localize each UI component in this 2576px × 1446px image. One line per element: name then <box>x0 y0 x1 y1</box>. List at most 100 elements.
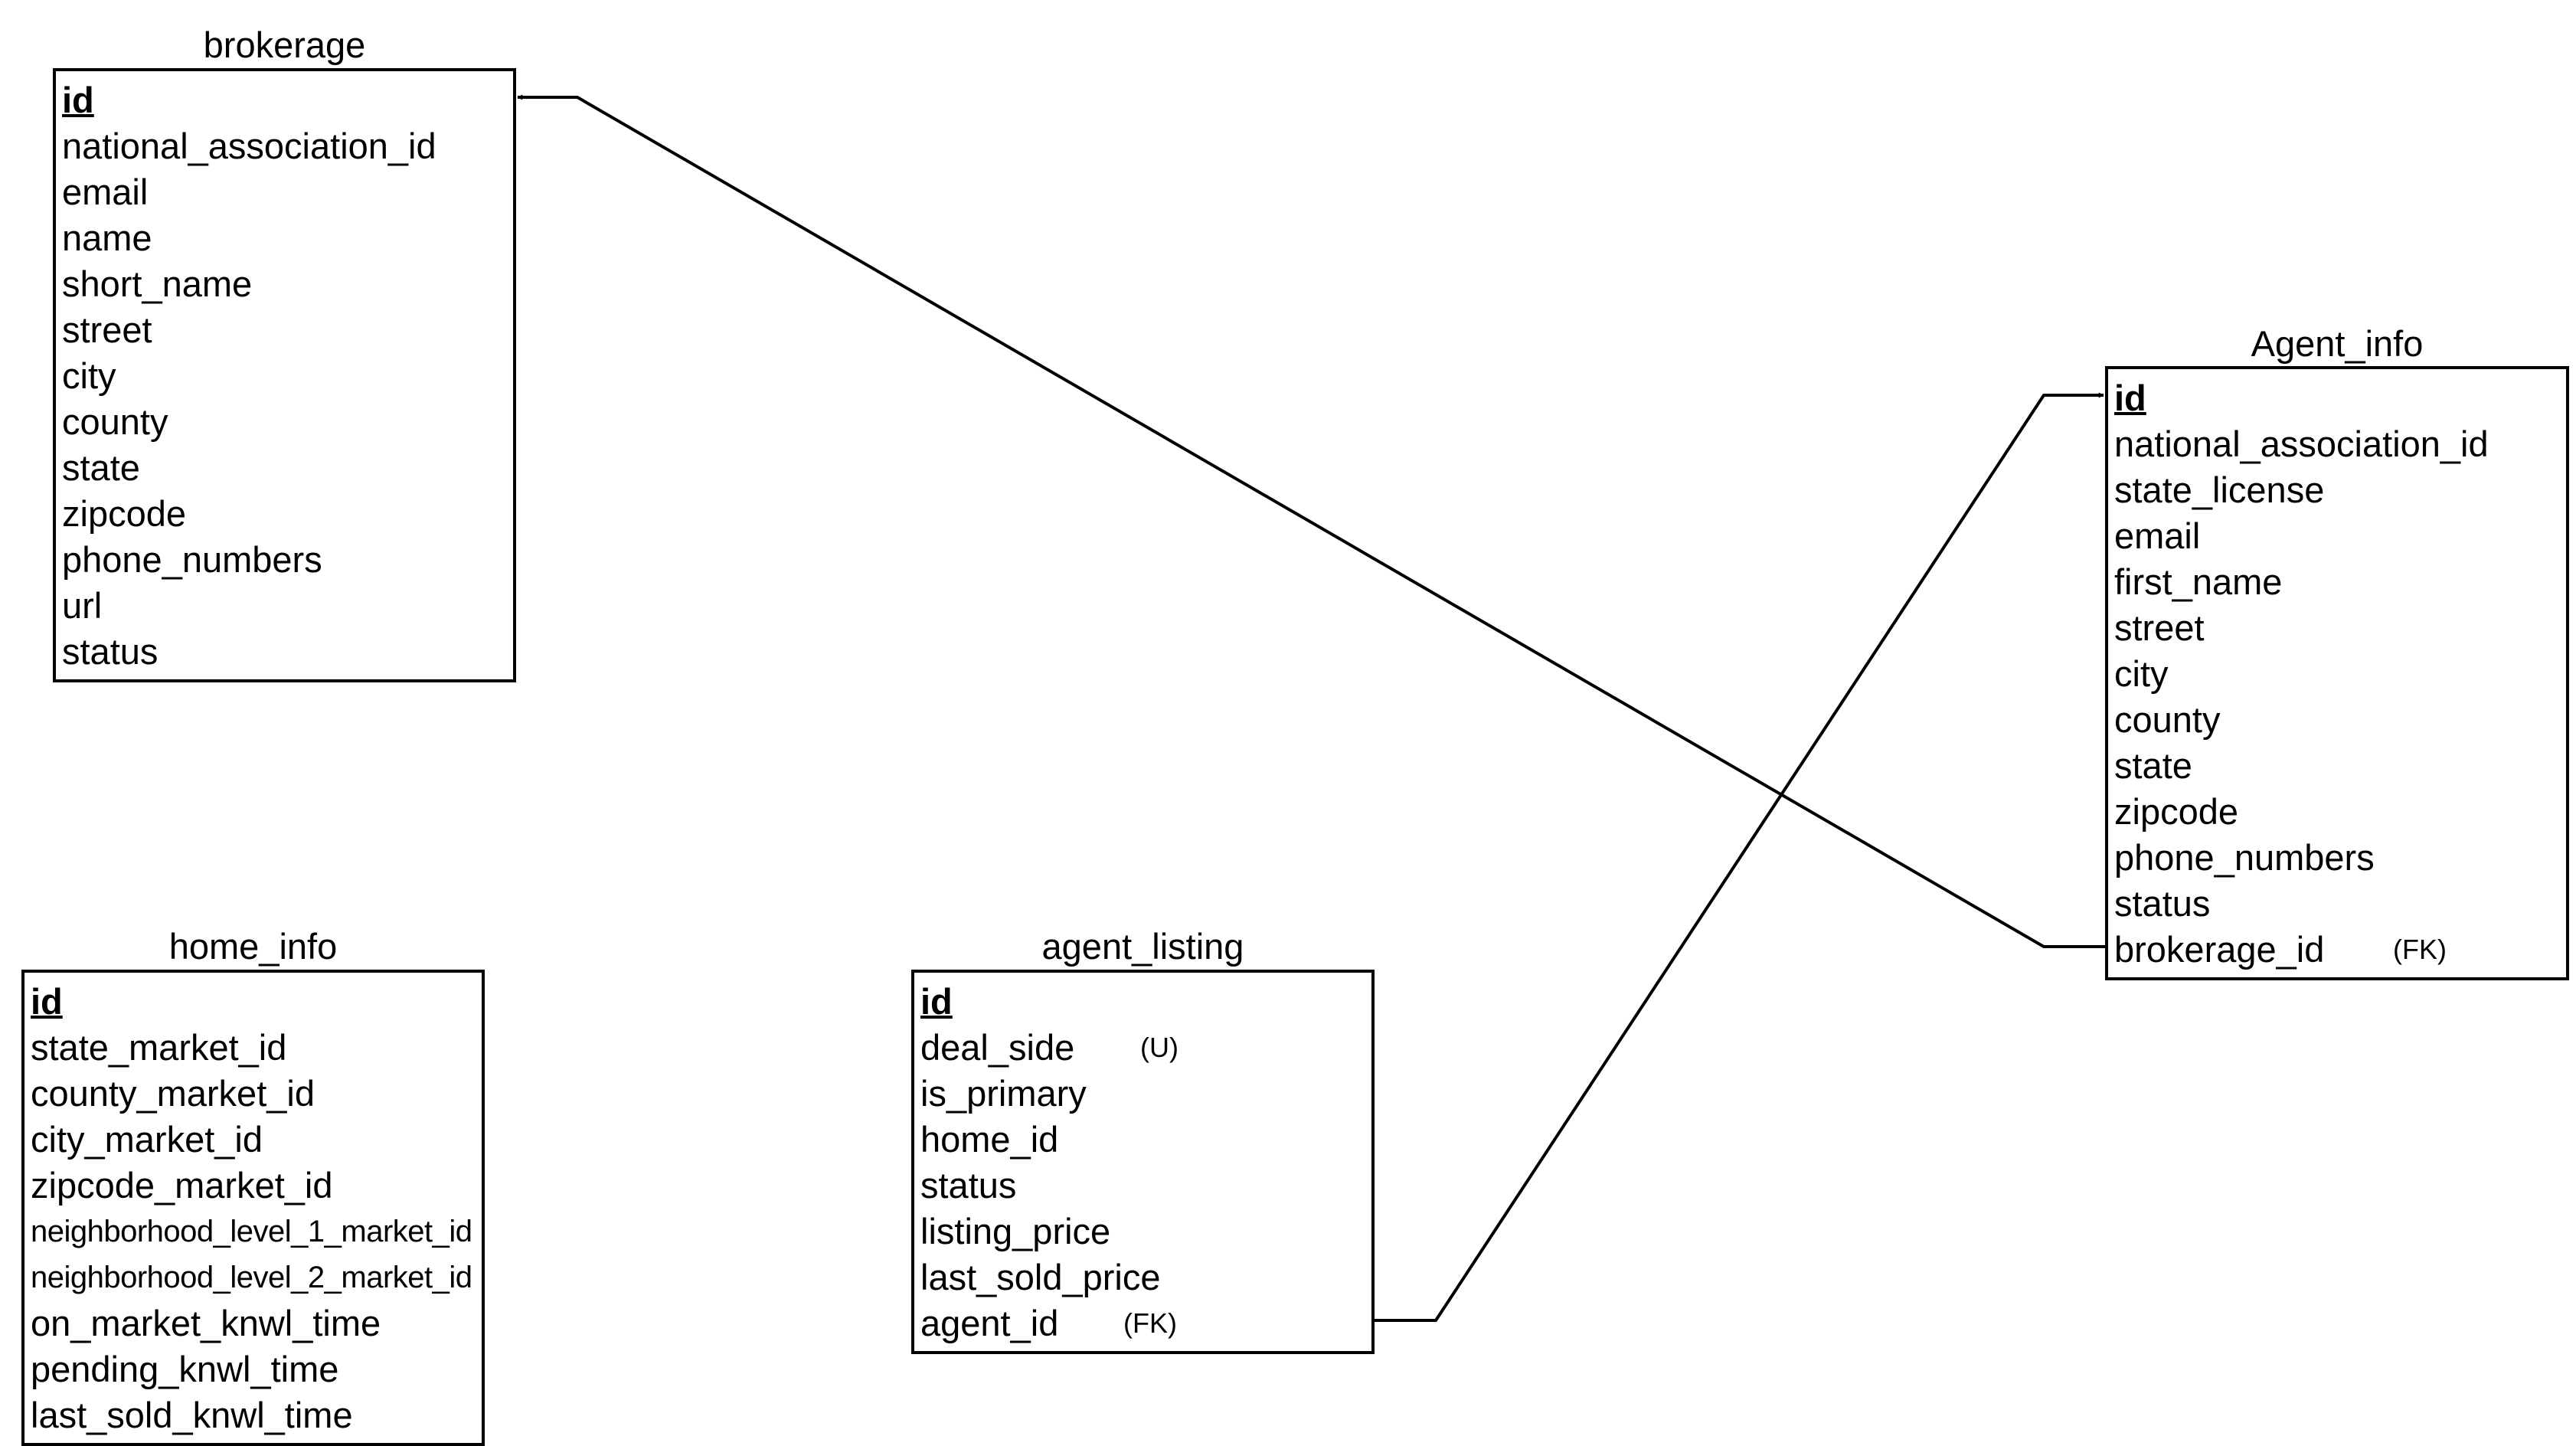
field-name: street <box>62 309 152 350</box>
field-name: state_license <box>2114 469 2325 510</box>
field-name: city_market_id <box>31 1119 263 1160</box>
home-info-field-last-sold-knwl-time[interactable]: last_sold_knwl_time <box>31 1392 479 1438</box>
agent-info-field-city[interactable]: city <box>2114 651 2563 697</box>
field-tag: (FK) <box>1123 1307 1177 1339</box>
home-info-field-on-market-knwl-time[interactable]: on_market_knwl_time <box>31 1300 479 1346</box>
field-name: first_name <box>2114 561 2283 602</box>
agent-info-field-street[interactable]: street <box>2114 605 2563 651</box>
field-name: state <box>2114 745 2192 786</box>
field-name: status <box>920 1165 1017 1206</box>
brokerage-field-short-name[interactable]: short_name <box>62 261 510 307</box>
agent-listing-field-id[interactable]: id <box>920 979 1368 1025</box>
home-info-field-neighborhood-level-2-market-id[interactable]: neighborhood_level_2_market_id <box>31 1255 479 1300</box>
field-name: national_association_id <box>62 126 436 166</box>
agent-info-field-state-license[interactable]: state_license <box>2114 467 2563 513</box>
field-name: id <box>31 981 63 1022</box>
field-name: phone_numbers <box>62 539 322 580</box>
home-info-title: home_info <box>168 926 338 967</box>
agent-listing-field-deal-side[interactable]: deal_side (U) <box>920 1025 1368 1071</box>
field-name: home_id <box>920 1119 1059 1160</box>
brokerage-field-email[interactable]: email <box>62 169 510 215</box>
field-name: national_association_id <box>2114 424 2489 464</box>
brokerage-field-url[interactable]: url <box>62 583 510 629</box>
agent-info-field-status[interactable]: status <box>2114 881 2563 927</box>
field-name: zipcode_market_id <box>31 1165 333 1206</box>
field-name: neighborhood_level_2_market_id <box>31 1261 472 1294</box>
field-name: city <box>2114 653 2169 694</box>
field-name: last_sold_knwl_time <box>31 1395 353 1435</box>
agent-info-field-first-name[interactable]: first_name <box>2114 559 2563 605</box>
field-name: status <box>2114 883 2211 924</box>
relationship-agent-listing-to-agent-info <box>1375 392 2104 1322</box>
brokerage-field-phone-numbers[interactable]: phone_numbers <box>62 537 510 583</box>
field-name: status <box>62 631 159 672</box>
home-info-field-county-market-id[interactable]: county_market_id <box>31 1071 479 1117</box>
agent-info-field-national-association-id[interactable]: national_association_id <box>2114 421 2563 467</box>
field-name: state <box>62 447 140 488</box>
field-name: email <box>62 172 149 212</box>
agent-info-field-email[interactable]: email <box>2114 513 2563 559</box>
agent-info-field-state[interactable]: state <box>2114 743 2563 789</box>
brokerage-title: brokerage <box>203 25 366 65</box>
field-name: brokerage_id <box>2114 929 2325 970</box>
brokerage-field-city[interactable]: city <box>62 353 510 399</box>
agent-info-field-brokerage-id[interactable]: brokerage_id (FK) <box>2114 927 2563 973</box>
home-info-field-neighborhood-level-1-market-id[interactable]: neighborhood_level_1_market_id <box>31 1209 479 1255</box>
field-name: id <box>62 80 94 120</box>
field-name: phone_numbers <box>2114 837 2375 878</box>
agent-listing-field-status[interactable]: status <box>920 1163 1368 1209</box>
field-tag: (U) <box>1140 1032 1178 1063</box>
field-name: agent_id <box>920 1303 1059 1343</box>
brokerage-field-street[interactable]: street <box>62 307 510 353</box>
home-info-field-pending-knwl-time[interactable]: pending_knwl_time <box>31 1346 479 1392</box>
field-name: short_name <box>62 263 253 304</box>
field-name: deal_side <box>920 1027 1075 1068</box>
field-name: zipcode <box>2114 791 2238 832</box>
agent-listing-field-is-primary[interactable]: is_primary <box>920 1071 1368 1117</box>
agent-listing-field-last-sold-price[interactable]: last_sold_price <box>920 1255 1368 1300</box>
field-name: county <box>62 401 168 442</box>
field-name: street <box>2114 607 2205 648</box>
agent-info-field-county[interactable]: county <box>2114 697 2563 743</box>
agent-info-field-id[interactable]: id <box>2114 375 2563 421</box>
field-name: url <box>62 585 103 626</box>
field-name: id <box>920 981 953 1022</box>
home-info-field-city-market-id[interactable]: city_market_id <box>31 1117 479 1163</box>
agent-listing-field-agent-id[interactable]: agent_id (FK) <box>920 1300 1368 1346</box>
agent-info-field-zipcode[interactable]: zipcode <box>2114 789 2563 835</box>
brokerage-field-county[interactable]: county <box>62 399 510 445</box>
field-tag: (FK) <box>2393 934 2447 965</box>
field-name: county <box>2114 699 2221 740</box>
field-name: email <box>2114 515 2201 556</box>
brokerage-field-zipcode[interactable]: zipcode <box>62 491 510 537</box>
field-name: listing_price <box>920 1211 1111 1251</box>
field-name: id <box>2114 378 2146 418</box>
brokerage-field-name[interactable]: name <box>62 215 510 261</box>
agent-info-title: Agent_info <box>2251 323 2424 364</box>
field-name: last_sold_price <box>920 1257 1161 1297</box>
field-name: pending_knwl_time <box>31 1349 339 1389</box>
home-info-field-id[interactable]: id <box>31 979 479 1025</box>
field-name: name <box>62 218 152 258</box>
brokerage-field-national-association-id[interactable]: national_association_id <box>62 123 510 169</box>
brokerage-field-id[interactable]: id <box>62 77 510 123</box>
brokerage-field-state[interactable]: state <box>62 445 510 491</box>
agent-listing-field-home-id[interactable]: home_id <box>920 1117 1368 1163</box>
field-name: neighborhood_level_1_market_id <box>31 1215 472 1248</box>
brokerage-field-status[interactable]: status <box>62 629 510 675</box>
relationship-agent-info-to-brokerage <box>517 94 2105 948</box>
home-info-field-state-market-id[interactable]: state_market_id <box>31 1025 479 1071</box>
agent-listing-field-listing-price[interactable]: listing_price <box>920 1209 1368 1255</box>
field-name: is_primary <box>920 1073 1087 1114</box>
agent-info-field-phone-numbers[interactable]: phone_numbers <box>2114 835 2563 881</box>
field-name: state_market_id <box>31 1027 287 1068</box>
home-info-field-zipcode-market-id[interactable]: zipcode_market_id <box>31 1163 479 1209</box>
field-name: on_market_knwl_time <box>31 1303 381 1343</box>
field-name: zipcode <box>62 493 186 534</box>
agent-listing-title: agent_listing <box>1041 926 1244 967</box>
